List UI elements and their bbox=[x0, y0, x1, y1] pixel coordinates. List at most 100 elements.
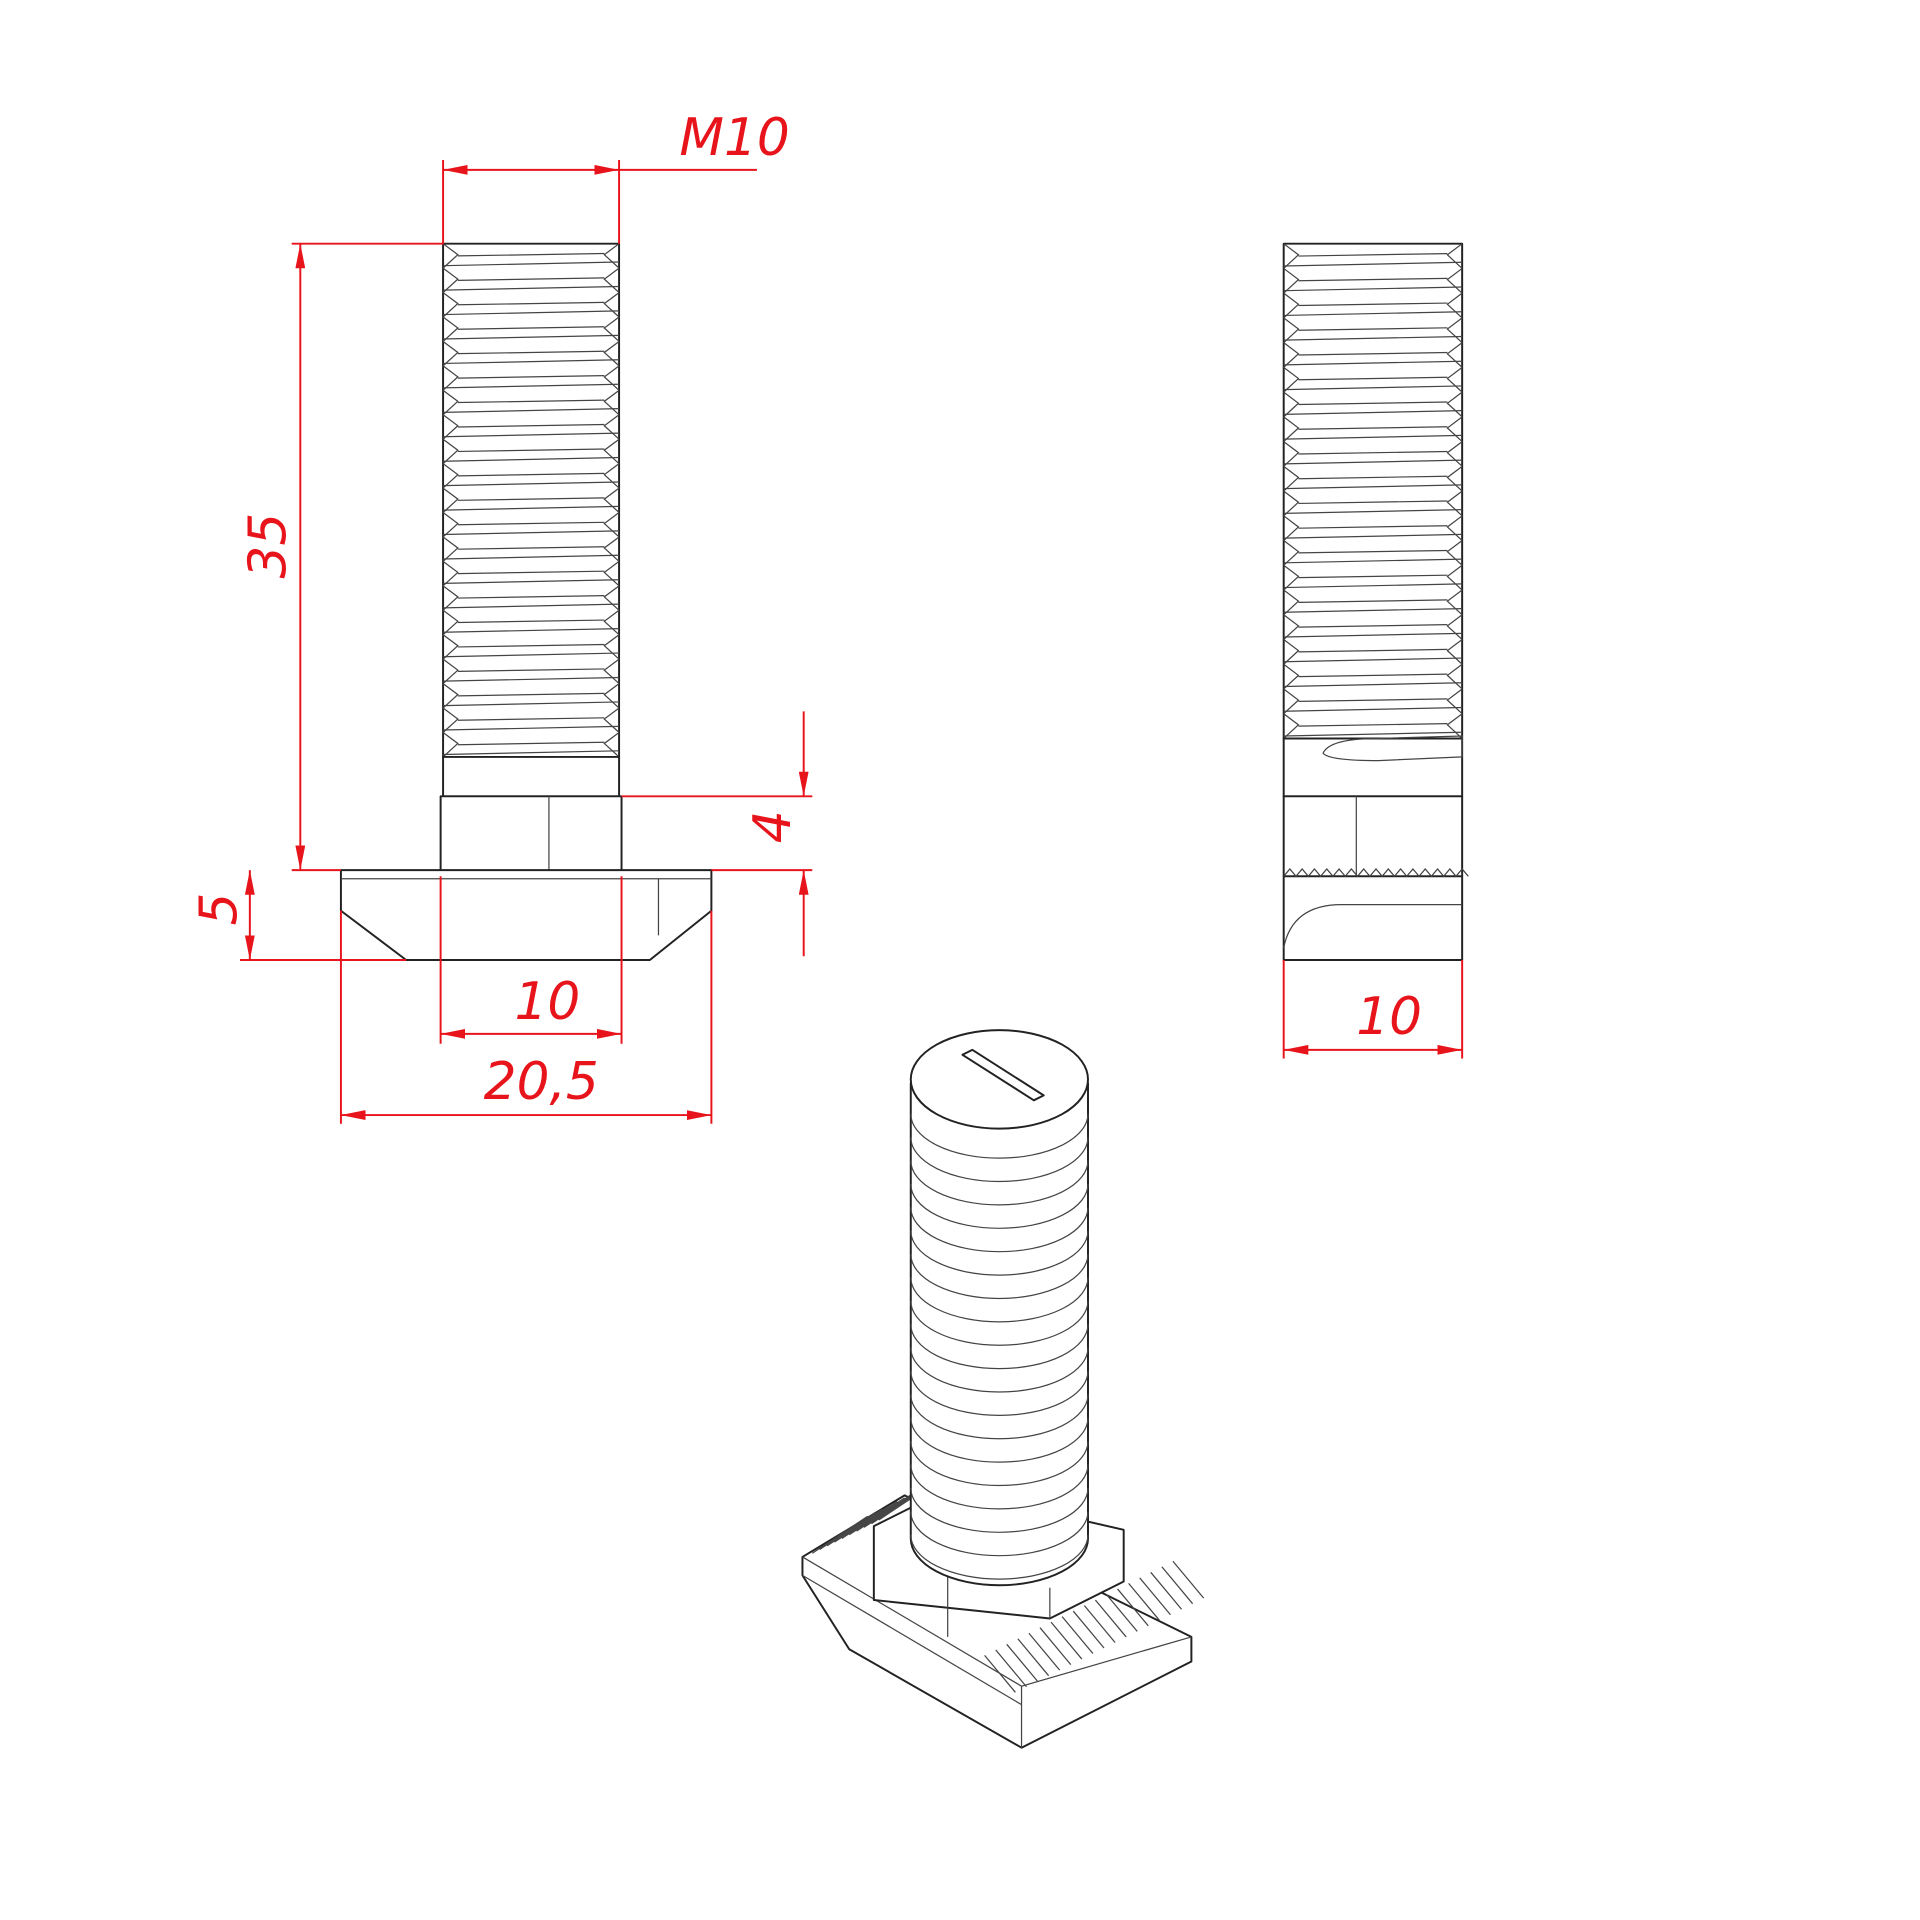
thread-crest bbox=[443, 676, 620, 682]
thread-root bbox=[457, 643, 605, 648]
thread-crest bbox=[443, 652, 620, 658]
thread-crest bbox=[1283, 385, 1463, 391]
thread-root bbox=[1298, 648, 1448, 653]
thread-ring bbox=[910, 1417, 1089, 1463]
thread-root bbox=[1298, 475, 1448, 480]
serration-ridge bbox=[1072, 1610, 1105, 1649]
dim-thread-label: M10 bbox=[679, 108, 789, 168]
thread-tooth bbox=[1283, 416, 1463, 443]
side-thread-body bbox=[1282, 242, 1464, 740]
dimensions: M10 35 4 5 10 20,5 10 bbox=[189, 108, 1464, 1124]
serration-ridge bbox=[1061, 1616, 1094, 1654]
thread-tooth bbox=[1283, 490, 1463, 517]
thread-ring bbox=[910, 1534, 1089, 1580]
thread-tooth bbox=[442, 389, 620, 416]
thread-tooth bbox=[442, 243, 620, 269]
thread-tooth bbox=[442, 609, 620, 636]
iso-slot bbox=[961, 1048, 1045, 1102]
thread-root bbox=[1298, 351, 1448, 356]
serration-ridge bbox=[1105, 1594, 1138, 1632]
thread-tooth bbox=[442, 536, 620, 562]
thread-root bbox=[1298, 327, 1448, 331]
serration-ridge bbox=[1028, 1632, 1061, 1671]
thread-crest bbox=[443, 383, 620, 389]
serration-ridge bbox=[811, 1515, 869, 1554]
thread-crest bbox=[443, 725, 620, 731]
serration-ridge bbox=[1139, 1577, 1171, 1616]
thread-crest bbox=[1283, 632, 1463, 638]
thread-root bbox=[457, 497, 605, 501]
thread-crest bbox=[443, 554, 620, 560]
thread-tooth bbox=[442, 707, 620, 733]
thread-tooth bbox=[442, 634, 620, 660]
thread-root bbox=[457, 423, 605, 428]
thread-ring bbox=[910, 1137, 1089, 1183]
serration-ridge bbox=[1083, 1605, 1116, 1643]
thread-tooth bbox=[1283, 243, 1463, 269]
thread-ring bbox=[910, 1160, 1089, 1206]
thread-root bbox=[457, 717, 605, 721]
thread-crest bbox=[443, 701, 620, 707]
thread-tooth bbox=[1283, 391, 1463, 418]
side-thread-lines bbox=[1283, 243, 1463, 739]
thread-crest bbox=[1283, 434, 1463, 440]
serration-ridge bbox=[1017, 1638, 1050, 1677]
thread-crest bbox=[443, 456, 620, 462]
thread-tooth bbox=[1283, 267, 1463, 294]
thread-root bbox=[457, 619, 605, 624]
thread-root bbox=[457, 301, 605, 306]
thread-root bbox=[1298, 549, 1448, 554]
thread-ring bbox=[910, 1277, 1089, 1323]
thread-crest bbox=[1283, 706, 1463, 712]
thread-tooth bbox=[442, 438, 620, 465]
side-view bbox=[1282, 242, 1469, 961]
thread-root bbox=[1298, 450, 1448, 455]
thread-tooth bbox=[1283, 441, 1463, 467]
thread-crest bbox=[1283, 410, 1463, 416]
thread-ring bbox=[910, 1113, 1089, 1159]
thread-ring bbox=[910, 1254, 1089, 1300]
thread-root bbox=[1298, 525, 1448, 529]
thread-ring bbox=[910, 1300, 1089, 1346]
side-neck bbox=[1282, 795, 1464, 878]
serration-ridge bbox=[826, 1508, 883, 1547]
thread-tooth bbox=[442, 267, 620, 294]
thread-crest bbox=[1283, 533, 1463, 539]
thread-tooth bbox=[442, 414, 620, 440]
thread-ring bbox=[910, 1347, 1089, 1393]
thread-root bbox=[1298, 401, 1448, 406]
thread-tooth bbox=[442, 463, 620, 489]
thread-root bbox=[457, 448, 605, 453]
thread-crest bbox=[443, 579, 620, 585]
thread-root bbox=[457, 252, 605, 257]
front-thread-lines bbox=[442, 243, 620, 758]
thread-root bbox=[457, 741, 605, 746]
thread-crest bbox=[443, 505, 620, 511]
thread-root bbox=[1298, 723, 1448, 727]
serration-ridge bbox=[834, 1504, 891, 1543]
serration-ridge bbox=[1172, 1560, 1205, 1599]
serration-ridge bbox=[1006, 1643, 1039, 1682]
thread-crest bbox=[443, 481, 620, 487]
thread-ring bbox=[910, 1511, 1089, 1557]
iso-serrations bbox=[811, 1482, 1205, 1693]
thread-root bbox=[1298, 624, 1448, 628]
thread-root bbox=[457, 375, 605, 379]
thread-tooth bbox=[1283, 663, 1463, 690]
serration-ridge bbox=[819, 1512, 876, 1551]
thread-tooth bbox=[442, 340, 620, 367]
thread-crest bbox=[443, 310, 620, 316]
dim-head-height-label: 5 bbox=[189, 893, 249, 926]
thread-crest bbox=[443, 408, 620, 413]
thread-tooth bbox=[442, 512, 620, 538]
thread-crest bbox=[1283, 286, 1463, 292]
thread-tooth bbox=[1283, 342, 1463, 368]
serration-ridge bbox=[1150, 1571, 1183, 1610]
serration-ridge bbox=[995, 1649, 1027, 1688]
thread-crest bbox=[443, 603, 620, 609]
thread-root bbox=[1298, 698, 1448, 702]
thread-tooth bbox=[1283, 713, 1463, 739]
thread-root bbox=[457, 692, 605, 697]
thread-ring bbox=[910, 1464, 1089, 1510]
serration-ridge bbox=[984, 1654, 1016, 1693]
